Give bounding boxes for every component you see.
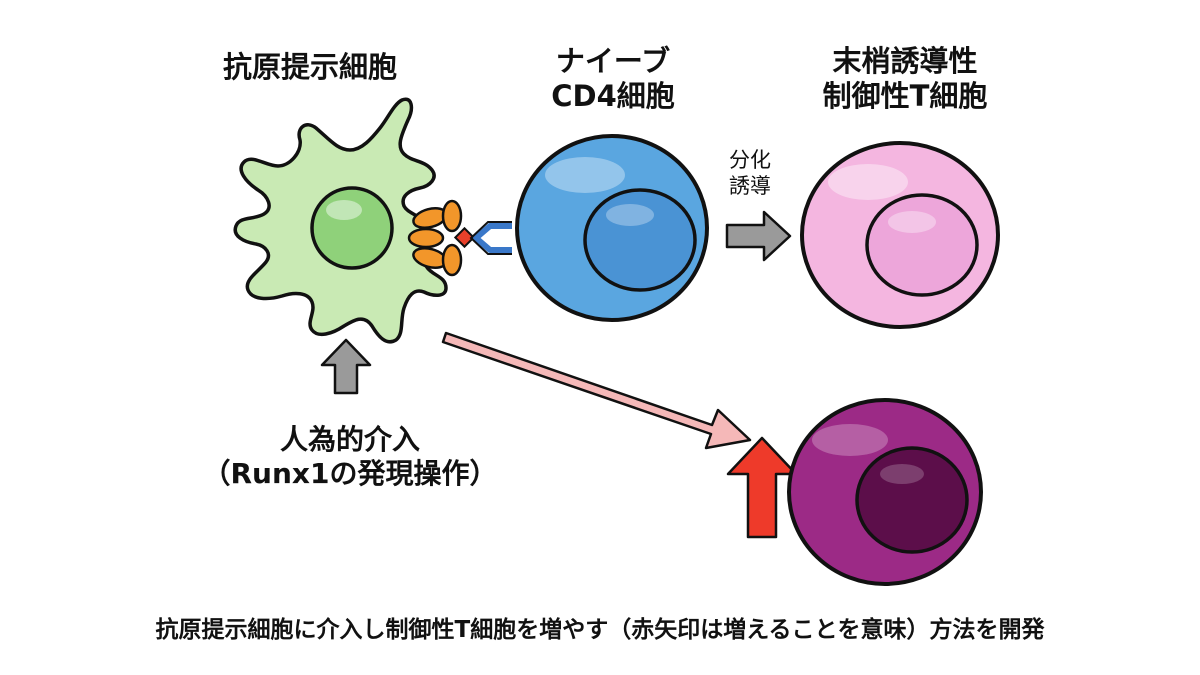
naive-cd4-cell [515, 134, 709, 322]
treg-label-line2: 制御性T細胞 [822, 79, 988, 114]
t-cell-receptor [473, 223, 512, 253]
increased-treg-cell [787, 398, 983, 586]
increased-treg-cell-highlight [812, 424, 888, 456]
apc-nucleus [310, 186, 394, 270]
increase-red-arrow [726, 436, 798, 539]
treg-label: 末梢誘導性 制御性T細胞 [790, 44, 1020, 115]
mhc-molecule-middle [407, 227, 445, 249]
differentiation-arrow [725, 210, 792, 262]
differentiation-label-line2: 誘導 [729, 173, 771, 198]
naive-cd4-nucleus [583, 188, 697, 292]
intervention-label-line1: 人為的介入 [279, 423, 420, 456]
apc-label-text: 抗原提示細胞 [222, 50, 397, 84]
naive-cd4-label-line1: ナイーブ [555, 44, 671, 78]
antigen-peptide [453, 226, 476, 249]
peripheral-treg-nucleus-highlight [888, 211, 936, 233]
mhc-molecule-bottom-right [441, 243, 463, 277]
intervention-label-line2: （Runx1の発現操作） [202, 457, 498, 491]
antigen-presentation-complex [407, 199, 512, 277]
induction-diagonal-arrow [441, 331, 752, 450]
naive-cd4-cell-highlight [545, 157, 625, 193]
mhc-molecule-top-right [441, 199, 463, 233]
peripheral-treg-nucleus [865, 193, 979, 297]
treg-label-line1: 末梢誘導性 [832, 44, 978, 78]
apc-nucleus-highlight [326, 200, 362, 220]
differentiation-label: 分化 誘導 [715, 148, 785, 199]
differentiation-label-line1: 分化 [729, 148, 771, 172]
apc-label: 抗原提示細胞 [200, 50, 420, 85]
t-cell-receptor-outline [469, 221, 512, 255]
naive-cd4-label-line2: CD4細胞 [551, 79, 675, 114]
intervention-arrow [320, 338, 372, 395]
peripheral-treg-cell-highlight [828, 164, 908, 200]
caption: 抗原提示細胞に介入し制御性T細胞を増やす（赤矢印は増えることを意味）方法を開発 [10, 616, 1190, 644]
caption-text: 抗原提示細胞に介入し制御性T細胞を増やす（赤矢印は増えることを意味）方法を開発 [155, 617, 1045, 643]
intervention-label: 人為的介入 （Runx1の発現操作） [190, 423, 510, 491]
antigen-presenting-cell [233, 97, 448, 344]
increased-treg-nucleus [855, 446, 969, 554]
naive-cd4-label: ナイーブ CD4細胞 [508, 44, 718, 115]
peripheral-treg-cell [800, 141, 1000, 329]
increased-treg-nucleus-highlight [880, 464, 924, 484]
naive-cd4-nucleus-highlight [606, 204, 654, 226]
